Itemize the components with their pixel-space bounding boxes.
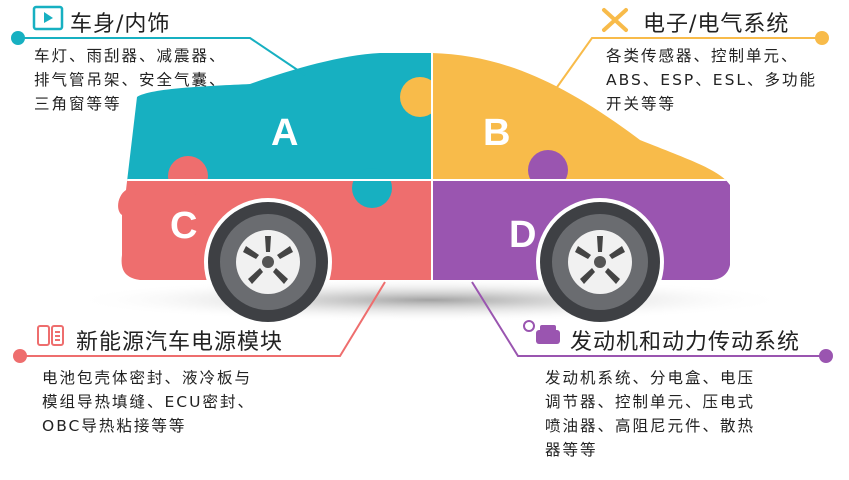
video-player-icon: [32, 5, 64, 31]
section-d-description: 发动机系统、分电盒、电压 调节器、控制单元、压电式 喷油器、高阻尼元件、散热 器…: [545, 369, 756, 459]
section-d-title: 发动机和动力传动系统: [570, 330, 801, 355]
section-a-description: 车灯、雨刮器、减震器、 排气管吊架、安全气囊、 三角窗等等: [34, 47, 227, 113]
piece-b-label: B: [483, 112, 511, 154]
connector-b: [554, 37, 822, 91]
dot-b: [815, 31, 829, 45]
connector-a: [18, 37, 306, 76]
connector-c: [20, 281, 386, 357]
connector-d: [471, 281, 826, 357]
knob-a: [352, 168, 392, 208]
piece-c-label: C: [170, 205, 198, 247]
section-b-description: 各类传感器、控制单元、 ABS、ESP、ESL、多功能 开关等等: [606, 47, 818, 113]
front-wheel: [208, 202, 328, 322]
piece-d-label: D: [509, 214, 537, 256]
knob-d: [528, 150, 568, 190]
section-c-description: 电池包壳体密封、液冷板与 模组导热填缝、ECU密封、 OBC导热粘接等等: [42, 369, 255, 435]
section-b-title: 电子/电气系统: [643, 12, 790, 37]
piece-a-label: A: [271, 112, 299, 154]
dot-c: [13, 349, 27, 363]
section-a-title: 车身/内饰: [70, 12, 171, 37]
car-gear-icon: [523, 320, 560, 344]
dot-a: [11, 31, 25, 45]
rear-wheel: [540, 202, 660, 322]
car-shadow: [70, 278, 790, 322]
battery-icon: [37, 325, 64, 346]
wrench-screwdriver-icon: [602, 8, 628, 32]
dot-d: [819, 349, 833, 363]
section-c-title: 新能源汽车电源模块: [76, 330, 284, 355]
